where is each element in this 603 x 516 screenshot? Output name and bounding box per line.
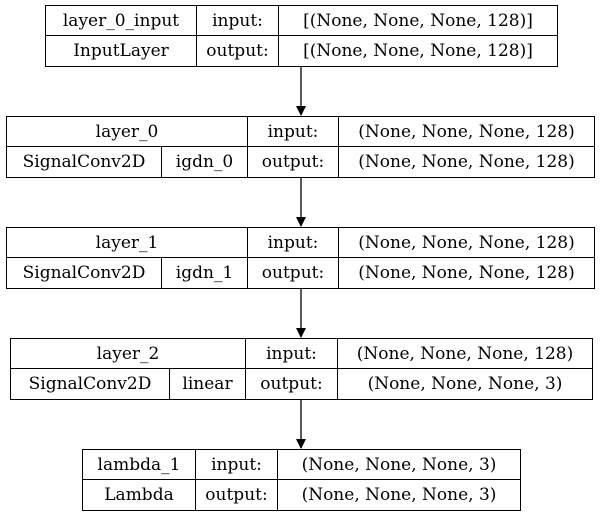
output-shape: (None, None, None, 3) (367, 374, 563, 394)
output-label: output: (248, 258, 339, 288)
activation: linear (170, 369, 246, 399)
input-label: input: (197, 6, 279, 36)
output-label: output: (197, 36, 279, 66)
layer-type: InputLayer (46, 36, 197, 66)
layer-type: SignalConv2D (7, 147, 162, 177)
output-label: output: (246, 369, 338, 399)
input-label: input: (246, 339, 338, 369)
input-label: input: (196, 450, 278, 480)
layer-type: SignalConv2D (11, 369, 170, 399)
node-layer_0: layer_0 input: (None, None, None, 128) S… (6, 116, 595, 178)
layer-name: layer_2 (11, 339, 246, 369)
input-shape: (None, None, None, 128) (339, 228, 594, 258)
input-label: input: (248, 228, 339, 258)
output-label: output: (248, 147, 339, 177)
node-layer_2: layer_2 input: (None, None, None, 128) S… (10, 338, 593, 400)
activation: igdn_1 (162, 258, 248, 288)
output-shape: (None, None, None, 128) (358, 152, 575, 172)
input-shape: (None, None, None, 3) (278, 450, 520, 480)
node-lambda_1: lambda_1 input: (None, None, None, 3) La… (82, 449, 521, 511)
layer-type: Lambda (83, 480, 196, 510)
output-shape: (None, None, None, 128) (358, 263, 575, 283)
activation: igdn_0 (162, 147, 248, 177)
input-label: input: (248, 117, 339, 147)
layer-type: SignalConv2D (7, 258, 162, 288)
node-layer_1: layer_1 input: (None, None, None, 128) S… (6, 227, 595, 289)
input-shape: [(None, None, None, 128)] (279, 6, 557, 36)
input-shape: (None, None, None, 128) (338, 339, 592, 369)
layer-name: layer_0 (7, 117, 248, 147)
layer-name: layer_0_input (46, 6, 197, 36)
layer-name: layer_1 (7, 228, 248, 258)
output-shape: (None, None, None, 3) (301, 485, 497, 505)
layer-name: lambda_1 (83, 450, 196, 480)
node-layer_0_input: layer_0_input input: [(None, None, None,… (45, 5, 558, 67)
output-label: output: (196, 480, 278, 510)
input-shape: (None, None, None, 128) (339, 117, 594, 147)
output-shape: [(None, None, None, 128)] (303, 41, 533, 61)
